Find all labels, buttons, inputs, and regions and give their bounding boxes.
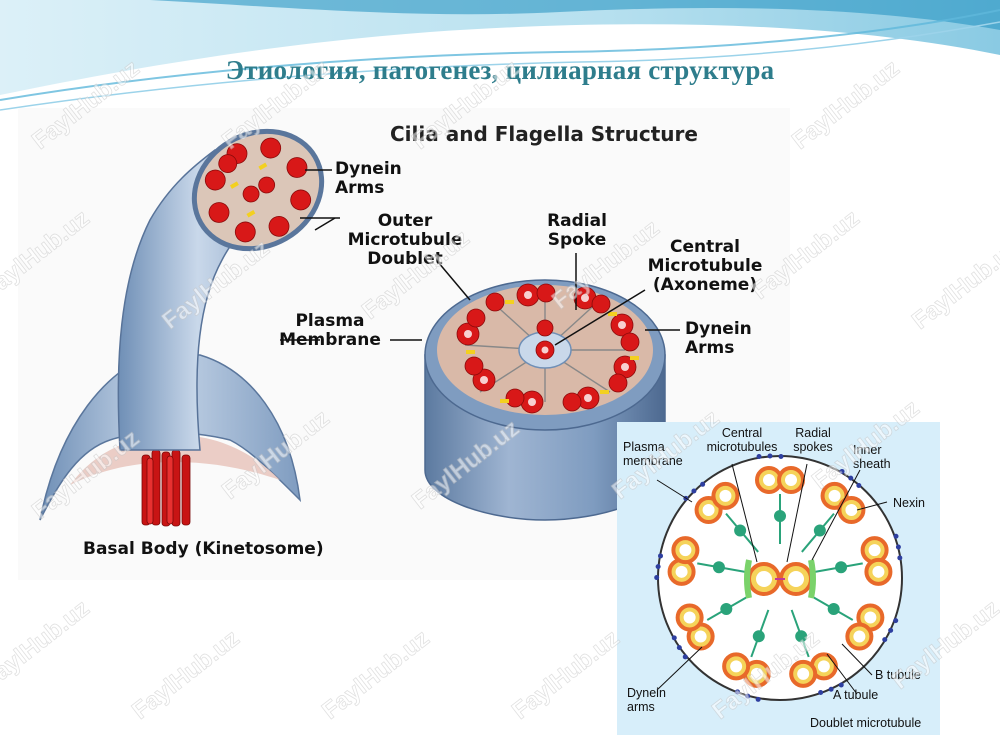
watermark-text: FaylHub.uz — [907, 235, 1000, 335]
dynein-arm — [767, 453, 773, 459]
dynein-arm — [691, 488, 697, 494]
central-pair — [744, 559, 816, 599]
main-diagram — [39, 128, 680, 527]
label-inset-central-microtubules: Central microtubules — [706, 426, 778, 454]
axoneme-cylinder — [424, 279, 666, 521]
dynein-arm — [882, 637, 888, 643]
cilium-cross-section-end — [191, 128, 325, 252]
a-tubule-lumen — [694, 630, 707, 643]
a-tubule-lumen — [675, 565, 688, 578]
spoke-head — [813, 524, 826, 537]
a-tubule-lumen — [828, 489, 841, 502]
label-basal-body: Basal Body (Kinetosome) — [83, 539, 324, 559]
spoke-head — [774, 510, 786, 522]
spoke-head — [720, 603, 733, 615]
a-tubule-lumen — [817, 660, 830, 673]
label-inset-plasma-membrane: Plasma membrane — [623, 440, 683, 468]
spoke-head — [835, 561, 848, 574]
b-tubule-lumen — [719, 489, 732, 502]
b-tubule-lumen — [730, 660, 743, 673]
dynein-arm — [897, 555, 903, 561]
watermark-text: FaylHub.uz — [127, 625, 245, 725]
label-inset-inner-sheath: Inner sheath — [853, 443, 891, 471]
dynein-arm — [658, 553, 664, 559]
spoke-head — [752, 630, 765, 643]
label-inset-a-tubule: A tubule — [833, 688, 879, 702]
dynein-arm — [671, 635, 677, 641]
dynein-arm — [838, 682, 844, 688]
label-plasma-membrane: Plasma Membrane — [279, 311, 381, 350]
label-inset-radial-spokes: Radial spokes — [793, 426, 833, 454]
label-central-microtubule: Central Microtubule (Axoneme) — [647, 237, 763, 295]
dynein-arm — [755, 696, 761, 702]
diagram-title: Cilia and Flagella Structure — [390, 122, 698, 146]
spoke-head — [734, 524, 747, 537]
dynein-arm — [756, 453, 762, 459]
dynein-arm — [848, 475, 854, 481]
header-wave — [0, 0, 1000, 111]
spoke-head — [827, 603, 840, 615]
label-inset-b-tubule: B tubule — [875, 668, 921, 682]
dynein-arm — [654, 575, 660, 581]
dynein-arm — [778, 453, 784, 459]
dynein-arm — [828, 686, 834, 692]
watermark-text: FaylHub.uz — [507, 625, 625, 725]
dynein-arm — [856, 483, 862, 489]
b-tubule-lumen — [797, 667, 810, 680]
b-tubule-lumen — [683, 611, 696, 624]
spoke-head — [795, 630, 808, 643]
label-dynein-arms-right: Dynein Arms — [685, 319, 752, 358]
a-tubule-lumen — [702, 503, 715, 516]
dynein-arm — [893, 618, 899, 624]
slide-title: Этиология, патогенез, цилиарная структур… — [225, 55, 775, 85]
watermark-text: FaylHub.uz — [0, 595, 95, 695]
dynein-arm — [655, 564, 661, 570]
label-dynein-arms-top: Dynein Arms — [335, 159, 402, 198]
watermark-text: FaylHub.uz — [317, 625, 435, 725]
b-tubule-lumen — [853, 630, 866, 643]
dynein-arm — [700, 481, 706, 487]
dynein-arm — [893, 533, 899, 539]
label-outer-microtubule-doublet: Outer Microtubule Doublet — [347, 211, 463, 269]
label-radial-spoke: Radial Spoke — [547, 211, 607, 250]
dynein-arm — [676, 645, 682, 651]
cross-section-diagram — [654, 453, 903, 702]
b-tubule-lumen — [845, 503, 858, 516]
b-tubule-lumen — [785, 474, 797, 486]
b-tubule-lumen — [679, 544, 692, 557]
a-tubule-lumen — [864, 611, 877, 624]
a-tubule-lumen — [868, 544, 881, 557]
dynein-arm — [839, 468, 845, 474]
dynein-arm — [895, 544, 901, 550]
dynein-arm — [682, 654, 688, 660]
label-inset-dynein-arms: Dynein arms — [627, 686, 666, 714]
b-tubule-lumen — [872, 565, 885, 578]
dynein-arm — [818, 690, 824, 696]
dynein-arm — [888, 627, 894, 633]
basal-body — [141, 449, 191, 527]
label-inset-doublet-microtubule: Doublet microtubule — [810, 716, 922, 730]
a-tubule-lumen — [763, 474, 775, 486]
a-tubule-lumen — [750, 667, 763, 680]
dynein-arm — [745, 693, 751, 699]
spoke-head — [712, 561, 725, 574]
dynein-arm — [735, 689, 741, 695]
label-inset-nexin: Nexin — [893, 496, 925, 510]
